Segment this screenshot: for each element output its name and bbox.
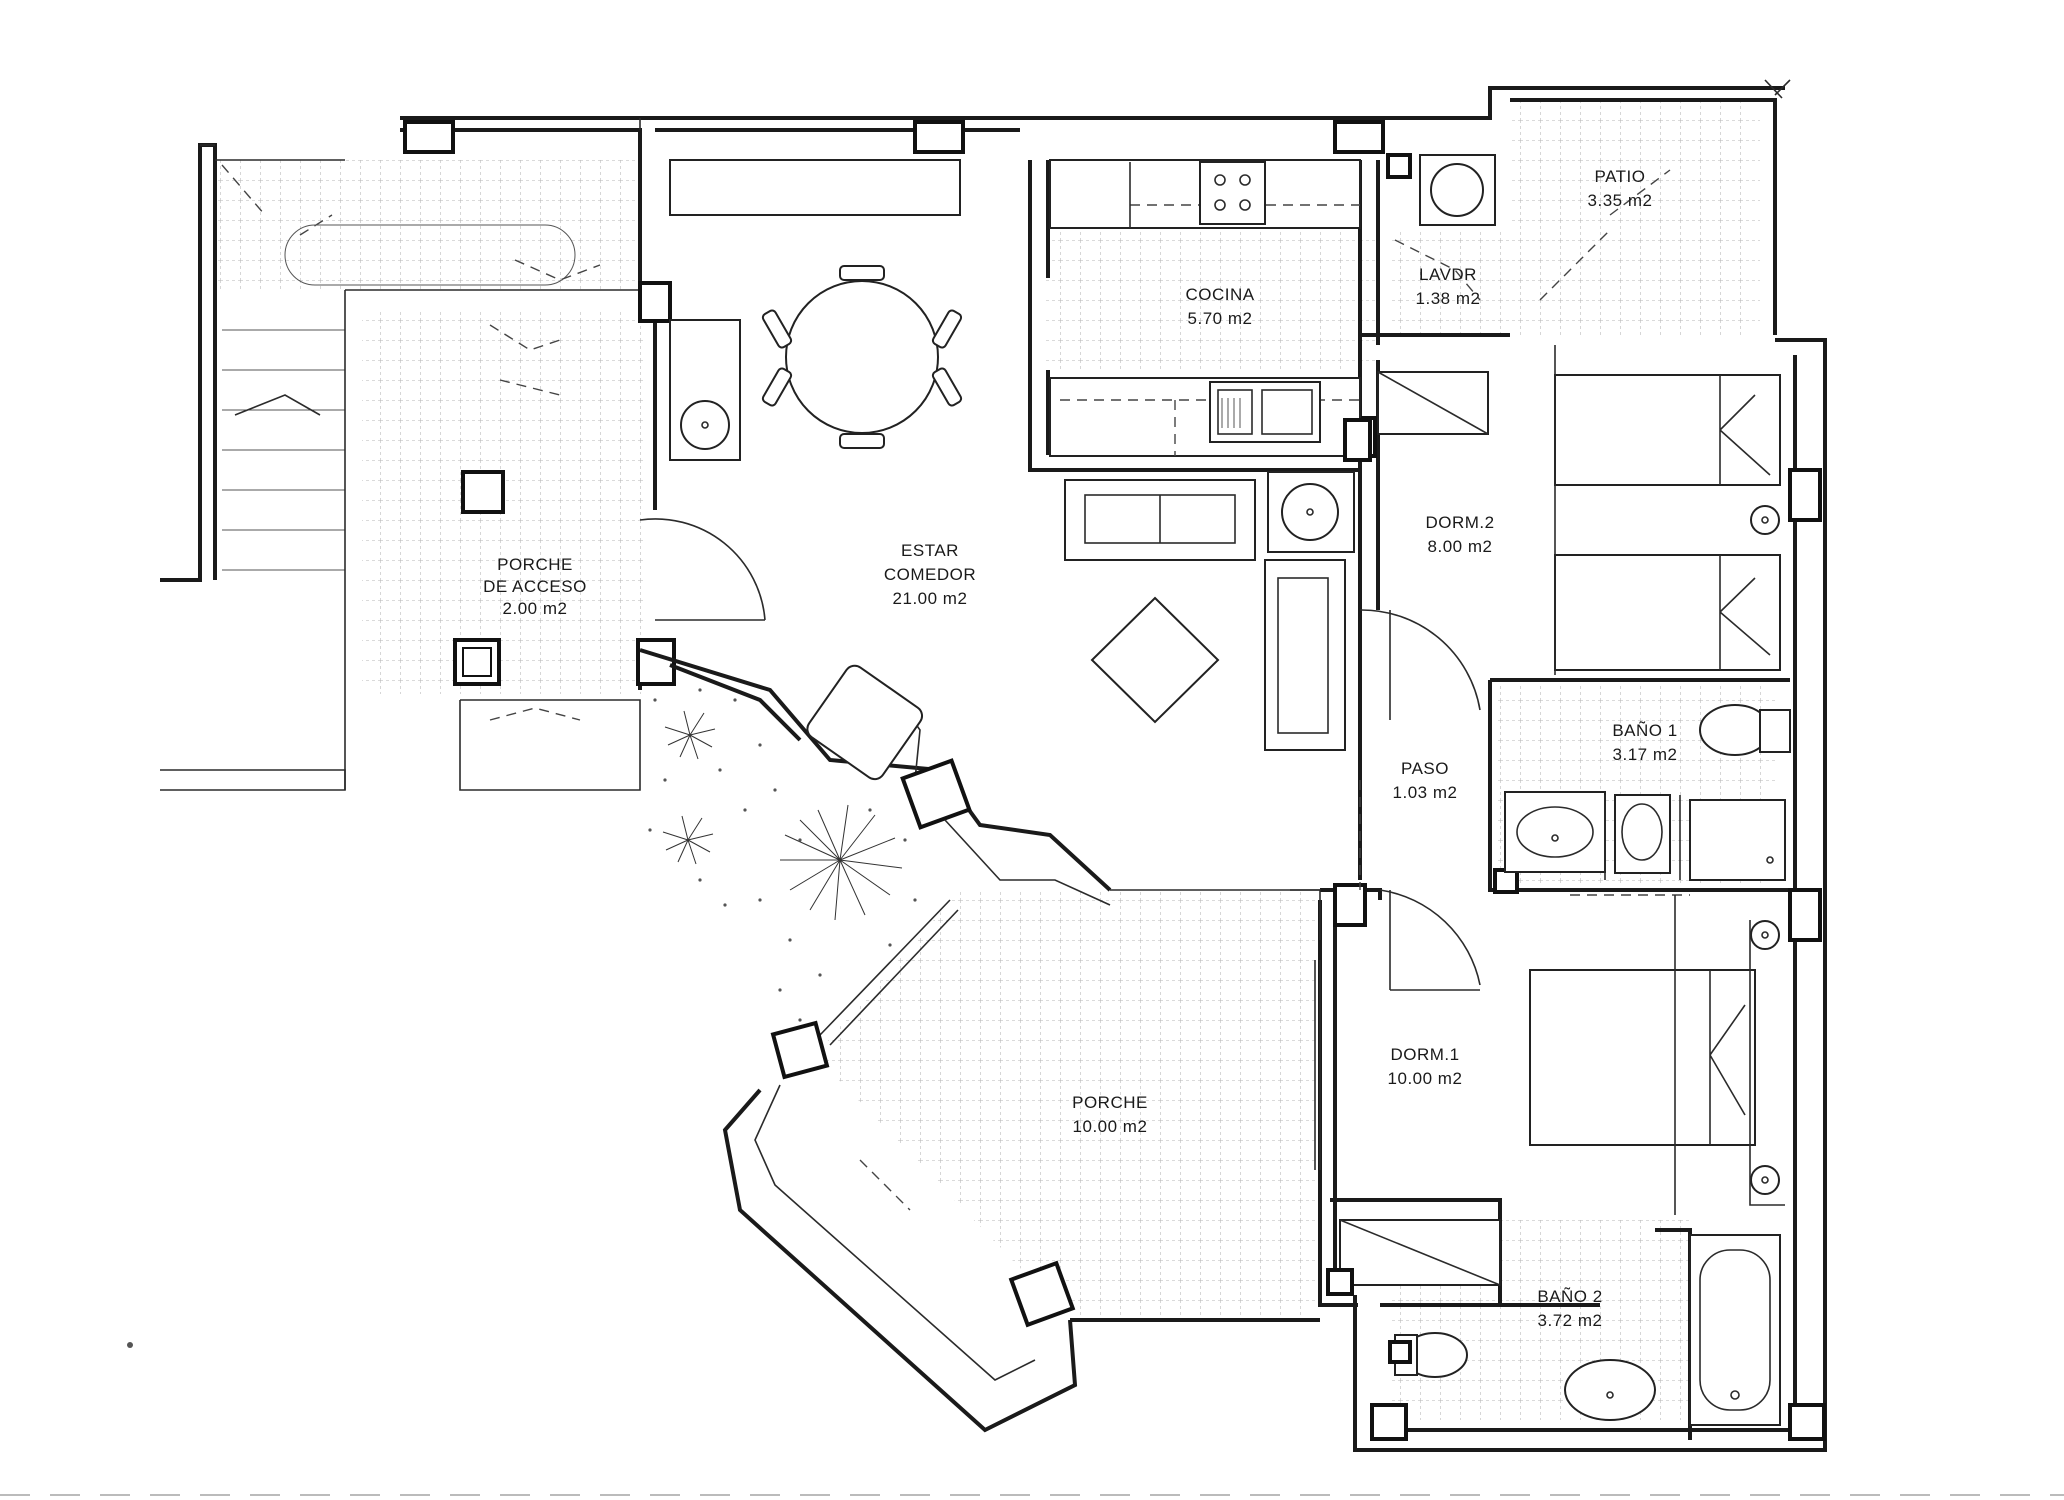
area-bano2: 3.72 m2	[1538, 1311, 1603, 1330]
paso-details	[1359, 780, 1519, 991]
fireplace-circle	[680, 400, 730, 450]
label-lavadero: LAVDR	[1419, 265, 1477, 284]
porche-structure	[639, 648, 1321, 1433]
label-porche-acceso: PORCHE	[497, 555, 573, 574]
tiled-floors	[215, 100, 1775, 1420]
label-porche-acceso-2: DE ACCESO	[483, 577, 587, 596]
sink-2	[1564, 1359, 1656, 1421]
label-dorm1: DORM.1	[1390, 1045, 1459, 1064]
label-estar: ESTAR	[901, 541, 959, 560]
garden-plants	[127, 688, 917, 1348]
bed-top	[1554, 374, 1781, 486]
label-patio: PATIO	[1595, 167, 1646, 186]
dorm1-furniture	[1326, 895, 1785, 1296]
hob	[1199, 161, 1266, 225]
sink	[1209, 381, 1321, 443]
label-comedor: COMEDOR	[884, 565, 976, 584]
dining-chairs	[761, 265, 963, 449]
cocina-fixtures	[1049, 159, 1361, 457]
bano1-fixtures	[1504, 704, 1791, 896]
tile-lavadero	[1390, 230, 1510, 335]
palm-1	[664, 710, 716, 760]
bed-bottom	[1554, 554, 1781, 671]
area-patio: 3.35 m2	[1588, 191, 1653, 210]
tile-porche	[815, 890, 1315, 1320]
estar-comedor-furniture	[669, 159, 1355, 751]
vanity-1	[1504, 791, 1606, 873]
area-paso: 1.03 m2	[1393, 783, 1458, 802]
dining-table	[785, 280, 939, 434]
tile-patio	[1510, 100, 1760, 335]
porche-acceso-details	[459, 259, 766, 791]
label-bano1: BAÑO 1	[1612, 721, 1677, 740]
bano2-fixtures	[1388, 1234, 1781, 1426]
stair	[160, 143, 640, 791]
label-dorm2: DORM.2	[1425, 513, 1494, 532]
area-bano1: 3.17 m2	[1613, 745, 1678, 764]
area-dorm2: 8.00 m2	[1428, 537, 1493, 556]
area-lavadero: 1.38 m2	[1416, 289, 1481, 308]
area-porche-acceso: 2.00 m2	[503, 599, 568, 618]
label-paso: PASO	[1401, 759, 1449, 778]
sideboard	[669, 159, 961, 216]
room-labels: PORCHE DE ACCESO 2.00 m2 ESTAR COMEDOR 2…	[483, 167, 1678, 1330]
bed-double	[1529, 969, 1756, 1146]
planter	[806, 664, 924, 781]
tile-cocina	[1045, 230, 1375, 370]
palm-3	[780, 804, 903, 921]
garden-dots	[127, 688, 917, 1348]
area-dorm1: 10.00 m2	[1388, 1069, 1463, 1088]
dorm2-furniture	[1343, 345, 1781, 720]
label-bano2: BAÑO 2	[1537, 1287, 1602, 1306]
shower-1	[1689, 799, 1786, 881]
area-cocina: 5.70 m2	[1188, 309, 1253, 328]
lavadero-patio-fixtures	[1386, 79, 1791, 301]
label-porche: PORCHE	[1072, 1093, 1148, 1112]
palm-2	[662, 815, 714, 865]
area-porche: 10.00 m2	[1073, 1117, 1148, 1136]
coffee-table	[1090, 596, 1220, 724]
bathtub	[1689, 1234, 1781, 1426]
area-estar-comedor: 21.00 m2	[893, 589, 968, 608]
sofa-right	[1264, 559, 1346, 751]
label-cocina: COCINA	[1185, 285, 1254, 304]
